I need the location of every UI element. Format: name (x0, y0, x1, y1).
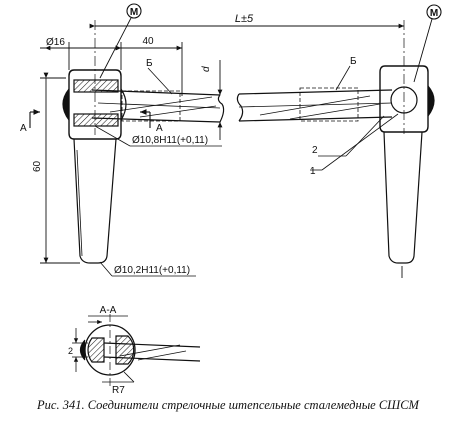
label-d16: Ø16 (46, 37, 65, 48)
section-a-marks (29, 109, 151, 128)
leader-m-right (413, 18, 433, 83)
label-section-b-right: Б (350, 56, 357, 67)
label-hole-2: Ø10,2Н11(+0,11) (114, 265, 190, 276)
dimension-60 (40, 72, 80, 264)
label-r7: R7 (112, 385, 125, 396)
left-head (62, 69, 127, 140)
label-m-right: М (430, 8, 438, 19)
right-head (379, 65, 435, 133)
dimension-top-left (40, 42, 183, 96)
left-handle (73, 138, 117, 264)
figure-caption: Рис. 341. Соединители стрелочные штепсел… (37, 398, 419, 412)
right-handle (383, 131, 423, 264)
label-section-a-left: А (20, 123, 27, 134)
label-section-b-left: Б (146, 58, 153, 69)
label-hole-1: Ø10,8Н11(+0,11) (132, 135, 208, 146)
label-small-dim: 2 (68, 346, 73, 356)
label-40: 40 (142, 36, 154, 47)
label-length: L±5 (235, 13, 254, 25)
label-60: 60 (32, 160, 43, 172)
label-m-left: М (130, 7, 138, 18)
center-lines (94, 20, 405, 135)
label-d: d (201, 66, 212, 72)
label-section-title: А-А (100, 305, 117, 316)
callout-2: 2 (312, 145, 318, 156)
leader-m-left (99, 17, 132, 79)
label-section-a-right: А (156, 123, 163, 134)
connecting-bar (91, 87, 393, 123)
section-a-a-view (72, 314, 201, 388)
callout-1: 1 (310, 166, 316, 177)
